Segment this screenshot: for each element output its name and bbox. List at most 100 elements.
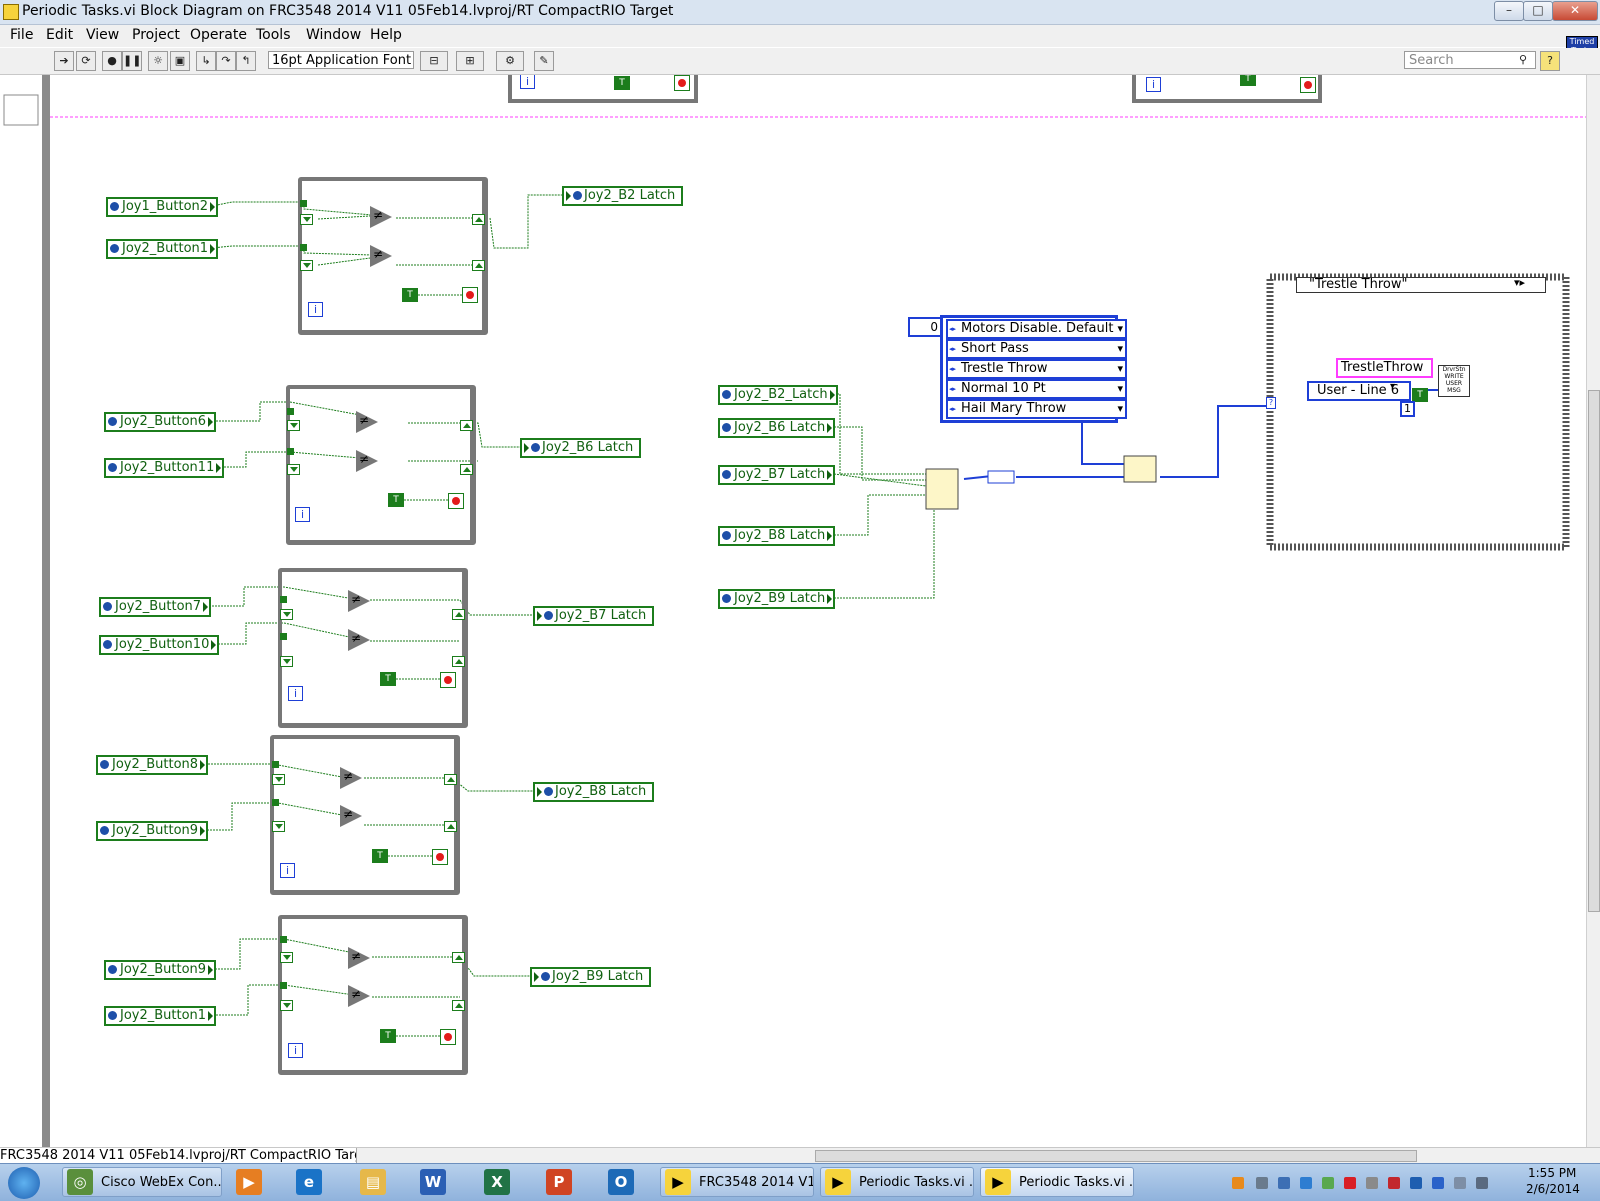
enum-user-line-6[interactable]: User - Line 6	[1307, 381, 1411, 401]
taskbar-periodic-tasks-2[interactable]: ▶ Periodic Tasks.vi ...	[980, 1167, 1134, 1197]
tray-labview-icon[interactable]	[1322, 1177, 1334, 1189]
clock-time[interactable]: 1:55 PM	[1528, 1166, 1577, 1180]
clean-up-diagram-icon[interactable]: ✎	[534, 51, 554, 71]
menu-edit[interactable]: Edit	[46, 27, 74, 43]
global-joy2-b9-latch-read[interactable]: Joy2_B9 Latch	[718, 589, 836, 609]
outlook-icon[interactable]: O	[608, 1169, 634, 1195]
align-objects-icon[interactable]: ⊟	[420, 51, 448, 71]
enum-motors-disable-default[interactable]: Motors Disable. Default	[946, 319, 1127, 339]
tray-network-icon[interactable]	[1300, 1177, 1312, 1189]
global-joy2-button6[interactable]: Joy2_Button6	[104, 412, 217, 432]
case-selector-label[interactable]: "Trestle Throw"	[1296, 277, 1546, 293]
global-joy2-b2-latch-read[interactable]: Joy2_B2_Latch	[718, 385, 838, 405]
menu-project[interactable]: Project	[132, 27, 180, 43]
abort-icon[interactable]: ●	[102, 51, 122, 71]
reorder-icon[interactable]: ⚙	[496, 51, 524, 71]
global-joy2-button1b[interactable]: Joy2_Button1	[104, 1006, 217, 1026]
menu-file[interactable]: File	[10, 27, 34, 43]
enum-hail-mary-throw[interactable]: Hail Mary Throw	[946, 399, 1127, 419]
retain-wire-values-icon[interactable]: ▣	[170, 51, 190, 71]
enum-short-pass[interactable]: Short Pass	[946, 339, 1127, 359]
enum-trestle-throw[interactable]: Trestle Throw	[946, 359, 1127, 379]
help-icon[interactable]: ?	[1540, 51, 1560, 71]
tray-bluetooth-icon[interactable]	[1432, 1177, 1444, 1189]
close-button[interactable]: ✕	[1552, 1, 1598, 21]
highlight-execution-icon[interactable]: ☼	[148, 51, 168, 71]
tray-antivirus-icon[interactable]	[1388, 1177, 1400, 1189]
global-joy2-b6-latch-read[interactable]: Joy2_B6 Latch	[718, 418, 836, 438]
write-user-msg-subvi-icon[interactable]: DrvrStn WRITE USER MSG	[1438, 365, 1470, 397]
menu-view[interactable]: View	[86, 27, 120, 43]
minimize-button[interactable]: –	[1494, 1, 1524, 21]
global-joy2-button11[interactable]: Joy2_Button11	[104, 458, 225, 478]
enum-dropdown-icon[interactable]: ▾	[1390, 381, 1396, 392]
clock-date[interactable]: 2/6/2014	[1526, 1182, 1580, 1196]
loop5-stop-icon[interactable]	[440, 1029, 456, 1045]
menu-operate[interactable]: Operate	[190, 27, 247, 43]
case-dropdown-icon[interactable]: ▾▸	[1514, 276, 1526, 289]
menu-help[interactable]: Help	[370, 27, 402, 43]
tray-tools-icon[interactable]	[1256, 1177, 1268, 1189]
run-arrow-icon[interactable]: ➔	[54, 51, 74, 71]
search-icon[interactable]: ⚲	[1518, 53, 1528, 66]
while-loop-2[interactable]	[286, 385, 476, 545]
loop1-stop-icon[interactable]	[462, 287, 478, 303]
global-joy2-button9b[interactable]: Joy2_Button9	[104, 960, 217, 980]
array-index-display[interactable]: 0	[908, 317, 944, 337]
tray-security-icon[interactable]	[1344, 1177, 1356, 1189]
block-diagram[interactable]: i T i T ≠ ≠ T i Joy1_Button2 Joy2_Button…	[0, 75, 1586, 1147]
tray-display-icon[interactable]	[1410, 1177, 1422, 1189]
loop4-stop-icon[interactable]	[432, 849, 448, 865]
global-joy2-button1[interactable]: Joy2_Button1	[106, 239, 219, 259]
start-button-icon[interactable]	[8, 1167, 40, 1199]
string-constant-trestlethrow[interactable]: TrestleThrow	[1336, 358, 1433, 378]
global-joy2-b9-latch-write[interactable]: Joy2_B9 Latch	[530, 967, 652, 987]
font-select[interactable]: 16pt Application Font	[268, 51, 414, 69]
taskbar-periodic-tasks-1[interactable]: ▶ Periodic Tasks.vi ...	[820, 1167, 974, 1197]
loop3-stop-icon[interactable]	[440, 672, 456, 688]
step-into-icon[interactable]: ↳	[196, 51, 216, 71]
global-joy1-button2[interactable]: Joy1_Button2	[106, 197, 219, 217]
global-joy2-button7[interactable]: Joy2_Button7	[99, 597, 212, 617]
global-joy2-b7-latch-read[interactable]: Joy2_B7 Latch	[718, 465, 836, 485]
global-joy2-button10[interactable]: Joy2_Button10	[99, 635, 220, 655]
while-loop-5[interactable]	[278, 915, 468, 1075]
horizontal-scroll-thumb[interactable]	[815, 1150, 1417, 1162]
tray-app-icon[interactable]	[1232, 1177, 1244, 1189]
taskbar-frc-project[interactable]: ▶ FRC3548 2014 V11...	[660, 1167, 814, 1197]
global-joy2-b6-latch-write[interactable]: Joy2_B6 Latch	[520, 438, 642, 458]
step-out-icon[interactable]: ↰	[236, 51, 256, 71]
tray-flag-icon[interactable]	[1366, 1177, 1378, 1189]
menu-window[interactable]: Window	[306, 27, 362, 43]
tray-volume-icon[interactable]	[1476, 1177, 1488, 1189]
menu-tools[interactable]: Tools	[256, 27, 291, 43]
powerpoint-icon[interactable]: P	[546, 1169, 572, 1195]
global-joy2-b8-latch-read[interactable]: Joy2_B8 Latch	[718, 526, 836, 546]
while-loop-4[interactable]	[270, 735, 460, 895]
global-joy2-b7-latch-write[interactable]: Joy2_B7 Latch	[533, 606, 655, 626]
pause-icon[interactable]: ❚❚	[122, 51, 142, 71]
maximize-button[interactable]: □	[1523, 1, 1553, 21]
run-continuously-icon[interactable]: ⟳	[76, 51, 96, 71]
loop2-stop-icon[interactable]	[448, 493, 464, 509]
taskbar-webex[interactable]: ◎ Cisco WebEx Con...	[62, 1167, 222, 1197]
distribute-objects-icon[interactable]: ⊞	[456, 51, 484, 71]
search-input[interactable]: Search	[1404, 51, 1536, 69]
numeric-constant-one[interactable]: 1	[1400, 401, 1415, 417]
media-player-icon[interactable]: ▶	[236, 1169, 262, 1195]
file-explorer-icon[interactable]: ▤	[360, 1169, 386, 1195]
tray-wifi-icon[interactable]	[1454, 1177, 1466, 1189]
enum-normal-10-pt[interactable]: Normal 10 Pt	[946, 379, 1127, 399]
internet-explorer-icon[interactable]: e	[296, 1169, 322, 1195]
global-joy2-button8[interactable]: Joy2_Button8	[96, 755, 209, 775]
while-loop-1[interactable]	[298, 177, 488, 335]
step-over-icon[interactable]: ↷	[216, 51, 236, 71]
excel-icon[interactable]: X	[484, 1169, 510, 1195]
tray-settings-icon[interactable]	[1278, 1177, 1290, 1189]
while-loop-3[interactable]	[278, 568, 468, 728]
global-joy2-button9[interactable]: Joy2_Button9	[96, 821, 209, 841]
word-icon[interactable]: W	[420, 1169, 446, 1195]
vertical-scroll-thumb[interactable]	[1588, 390, 1600, 912]
global-joy2-b8-latch-write[interactable]: Joy2_B8 Latch	[533, 782, 655, 802]
global-joy2-b2-latch-write[interactable]: Joy2_B2 Latch	[562, 186, 684, 206]
